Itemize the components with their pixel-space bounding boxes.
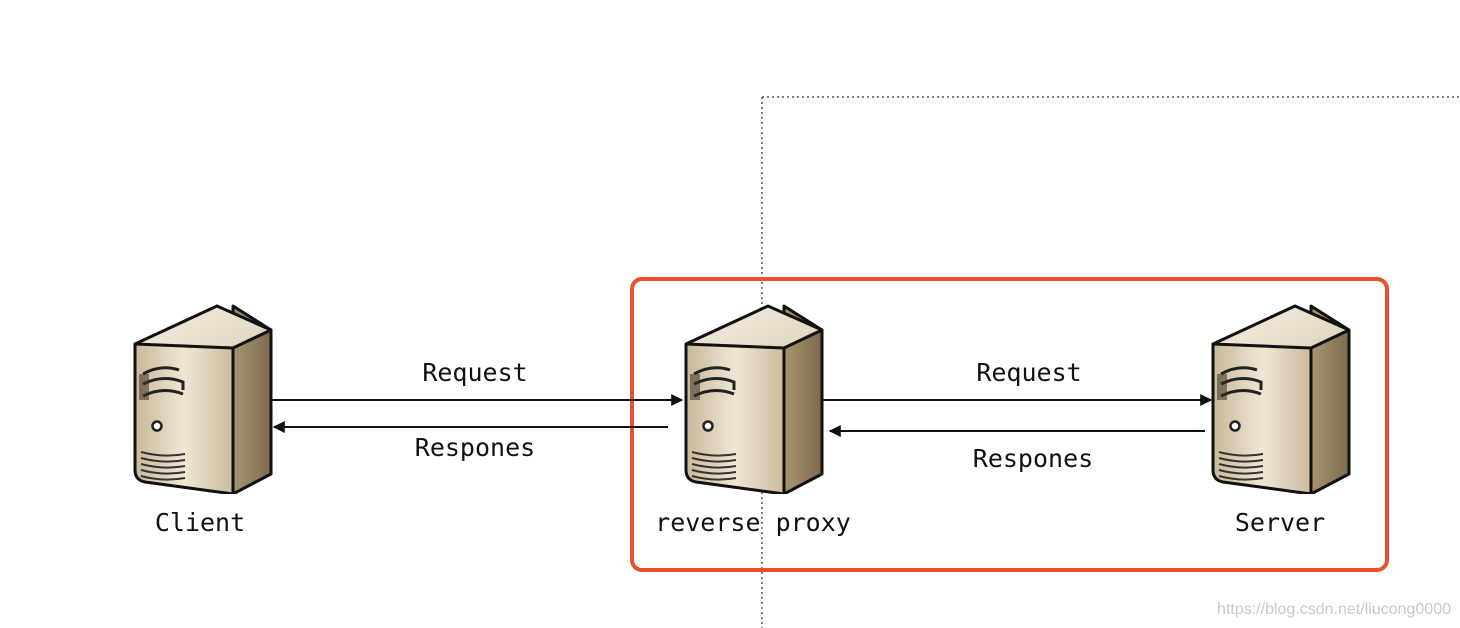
request-label-proxy-server: Request: [976, 358, 1081, 387]
server-node: Server: [1211, 304, 1351, 537]
response-label-client-proxy: Respones: [415, 433, 535, 462]
client-proxy-arrows: Request Respones: [272, 358, 684, 462]
server-label: Server: [1235, 508, 1325, 537]
highlight-box: [630, 277, 1389, 572]
server-tower-icon: [1211, 304, 1351, 494]
server-tower-icon: [684, 304, 824, 494]
watermark-text: https://blog.csdn.net/liucong0000: [1217, 601, 1451, 618]
request-label-client-proxy: Request: [422, 358, 527, 387]
response-label-proxy-server: Respones: [973, 444, 1093, 473]
client-node: Client: [133, 304, 273, 537]
dotted-boundary: [761, 96, 1460, 628]
proxy-server-arrows: Request Respones: [822, 358, 1213, 473]
server-tower-icon: [133, 304, 273, 494]
client-label: Client: [155, 508, 245, 537]
proxy-label: reverse proxy: [655, 508, 851, 537]
proxy-node: reverse proxy: [655, 304, 851, 537]
